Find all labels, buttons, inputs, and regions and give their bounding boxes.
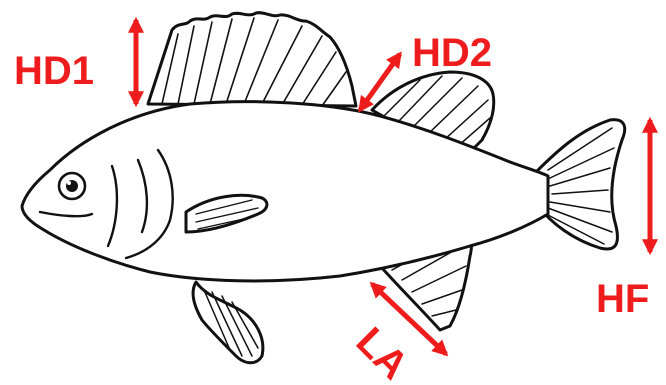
label-hf: HF xyxy=(596,277,649,321)
label-hd1: HD1 xyxy=(14,49,94,93)
perch-drawing xyxy=(22,13,625,363)
label-la: LA xyxy=(348,319,417,385)
first-dorsal-fin xyxy=(148,13,356,106)
pelvic-fin xyxy=(193,282,263,363)
eye xyxy=(59,173,85,199)
label-hd2: HD2 xyxy=(412,31,492,75)
